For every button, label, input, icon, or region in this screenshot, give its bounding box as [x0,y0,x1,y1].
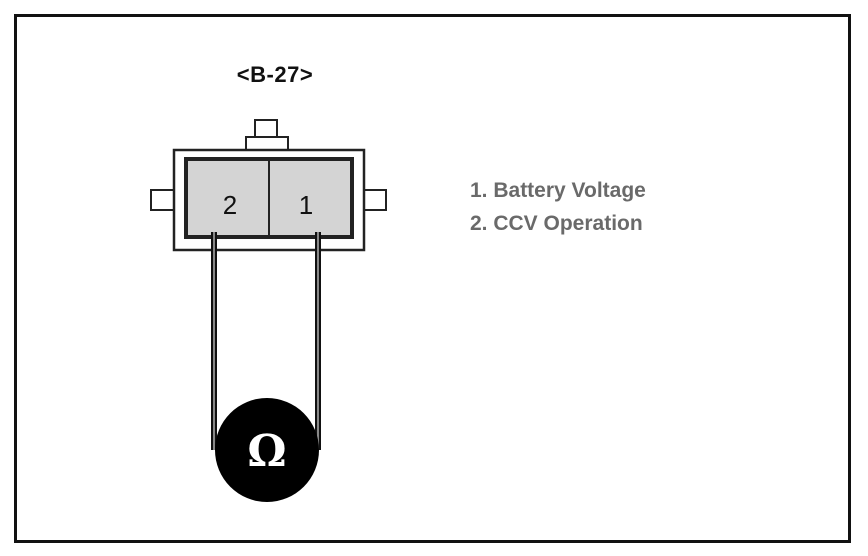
ohm-symbol: Ω [247,426,286,477]
connector-right-tab [361,189,387,211]
legend-item-pin-1: 1. Battery Voltage [470,179,646,202]
connector-top-latch [254,119,278,139]
connector-left-tab [150,189,176,211]
ohmmeter-body [215,398,319,502]
pin-number-1: 1 [299,190,313,220]
pin-legend: 1. Battery Voltage 2. CCV Operation [470,174,646,240]
diagram-frame [14,14,851,543]
legend-item-pin-2: 2. CCV Operation [470,212,643,235]
pin-cell-2 [186,159,270,237]
connector-label: <B-27> [236,62,314,87]
ohmmeter-icon: Ω [215,398,319,502]
pin-cell-1 [268,159,352,237]
pin-number-2: 2 [223,190,237,220]
connector-inner-frame [184,157,354,239]
